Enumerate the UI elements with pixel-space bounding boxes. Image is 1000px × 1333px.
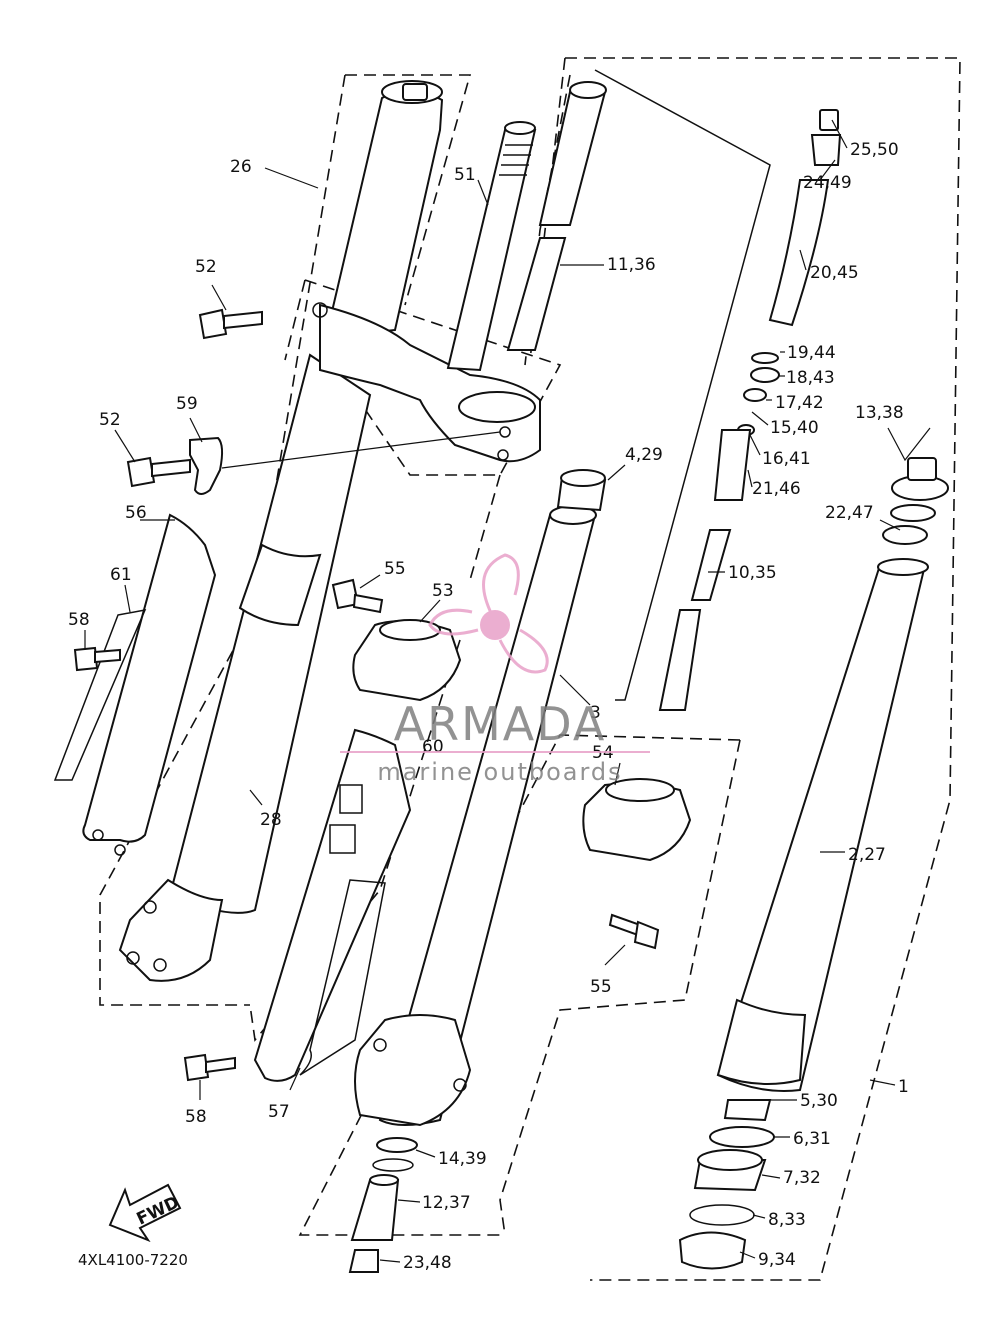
left-fork-lower-tube — [118, 353, 372, 982]
diagram-code: 4XL4100-7220 — [78, 1251, 188, 1269]
watermark: ARMADA marine outboards — [340, 553, 650, 786]
bracket-59-leader — [221, 431, 501, 469]
callout-24-49: 24,49 — [803, 173, 852, 193]
propeller-logo-icon — [428, 553, 549, 674]
callout-6-31: 6,31 — [793, 1129, 831, 1149]
oring-22-47 — [890, 504, 936, 522]
watermark-tagline: marine outboards — [377, 758, 622, 786]
collar-4-29 — [556, 469, 607, 512]
bolt-58-upper — [73, 646, 121, 672]
bolt-55-lower — [608, 913, 660, 950]
callout-10-35: 10,35 — [728, 563, 777, 583]
lower-seal-stack — [678, 1099, 775, 1270]
callout-19-44: 19,44 — [787, 343, 836, 363]
callout-16-41: 16,41 — [762, 449, 811, 469]
callout-25-50: 25,50 — [850, 140, 899, 160]
callout-18-43: 18,43 — [786, 368, 835, 388]
callout-17-42: 17,42 — [775, 393, 824, 413]
callout-13-38: 13,38 — [855, 403, 904, 423]
callout-9-34: 9,34 — [758, 1250, 796, 1270]
upper-bracket — [312, 302, 541, 463]
callout-20-45: 20,45 — [810, 263, 859, 283]
bolt-52-lower — [126, 456, 191, 488]
callout-3: 3 — [590, 703, 601, 723]
bolt-58-lower — [183, 1053, 236, 1082]
stem-tube — [446, 121, 537, 372]
callout-14-39: 14,39 — [438, 1149, 487, 1169]
callout-58-lower: 58 — [185, 1107, 207, 1127]
callout-52-lower: 52 — [99, 410, 121, 430]
damper-group-outline — [594, 69, 771, 701]
callout-53: 53 — [432, 581, 454, 601]
callout-8-33: 8,33 — [768, 1210, 806, 1230]
clip-8-33 — [689, 1204, 755, 1226]
fork-guard-60 — [253, 728, 412, 1082]
callout-4-29: 4,29 — [625, 445, 663, 465]
callout-57: 57 — [268, 1102, 290, 1122]
callout-21-46: 21,46 — [752, 479, 801, 499]
watermark-brand: ARMADA — [394, 697, 607, 751]
bolt-52-upper — [198, 308, 263, 340]
fwd-arrow-icon: FWD — [108, 1183, 182, 1243]
cap-bolt-13-38 — [891, 457, 949, 501]
damper-internals — [658, 109, 842, 711]
callout-56: 56 — [125, 503, 147, 523]
callout-58-upper: 58 — [68, 610, 90, 630]
leader-lines — [84, 119, 931, 1263]
nut-23-48 — [348, 1249, 379, 1273]
washer-14-39 — [372, 1137, 418, 1172]
callout-12-37: 12,37 — [422, 1193, 471, 1213]
callout-labels: 26 51 52 52 59 56 61 58 28 57 58 55 53 3… — [68, 140, 909, 1273]
callout-59: 59 — [176, 394, 198, 414]
callout-26: 26 — [230, 157, 252, 177]
right-fork-lower-tube — [354, 505, 597, 1127]
callout-55-upper: 55 — [384, 559, 406, 579]
guard-plate-61 — [53, 609, 147, 781]
callout-11-36: 11,36 — [607, 255, 656, 275]
inner-tube-11-36 — [506, 81, 607, 351]
callout-1: 1 — [898, 1077, 909, 1097]
callout-22-47: 22,47 — [825, 503, 874, 523]
callout-52-upper: 52 — [195, 257, 217, 277]
callout-7-32: 7,32 — [783, 1168, 821, 1188]
callout-28: 28 — [260, 810, 282, 830]
clamp-53 — [352, 619, 462, 702]
callout-51: 51 — [454, 165, 476, 185]
callout-5-30: 5,30 — [800, 1091, 838, 1111]
right-fork-inner-tube — [716, 558, 929, 1092]
clamp-54 — [582, 778, 692, 862]
guard-plate-57 — [299, 879, 386, 1076]
bracket-59 — [189, 436, 224, 495]
callout-15-40: 15,40 — [770, 418, 819, 438]
bolt-55-upper — [331, 578, 384, 614]
callout-2-27: 2,27 — [848, 845, 886, 865]
collar-22-47 — [882, 525, 928, 545]
left-fork-outer-tube — [328, 80, 444, 333]
base-valve-12-37 — [350, 1174, 400, 1241]
callout-23-48: 23,48 — [403, 1253, 452, 1273]
callout-55-lower: 55 — [590, 977, 612, 997]
callout-61: 61 — [110, 565, 132, 585]
fork-guard-56 — [82, 513, 217, 856]
